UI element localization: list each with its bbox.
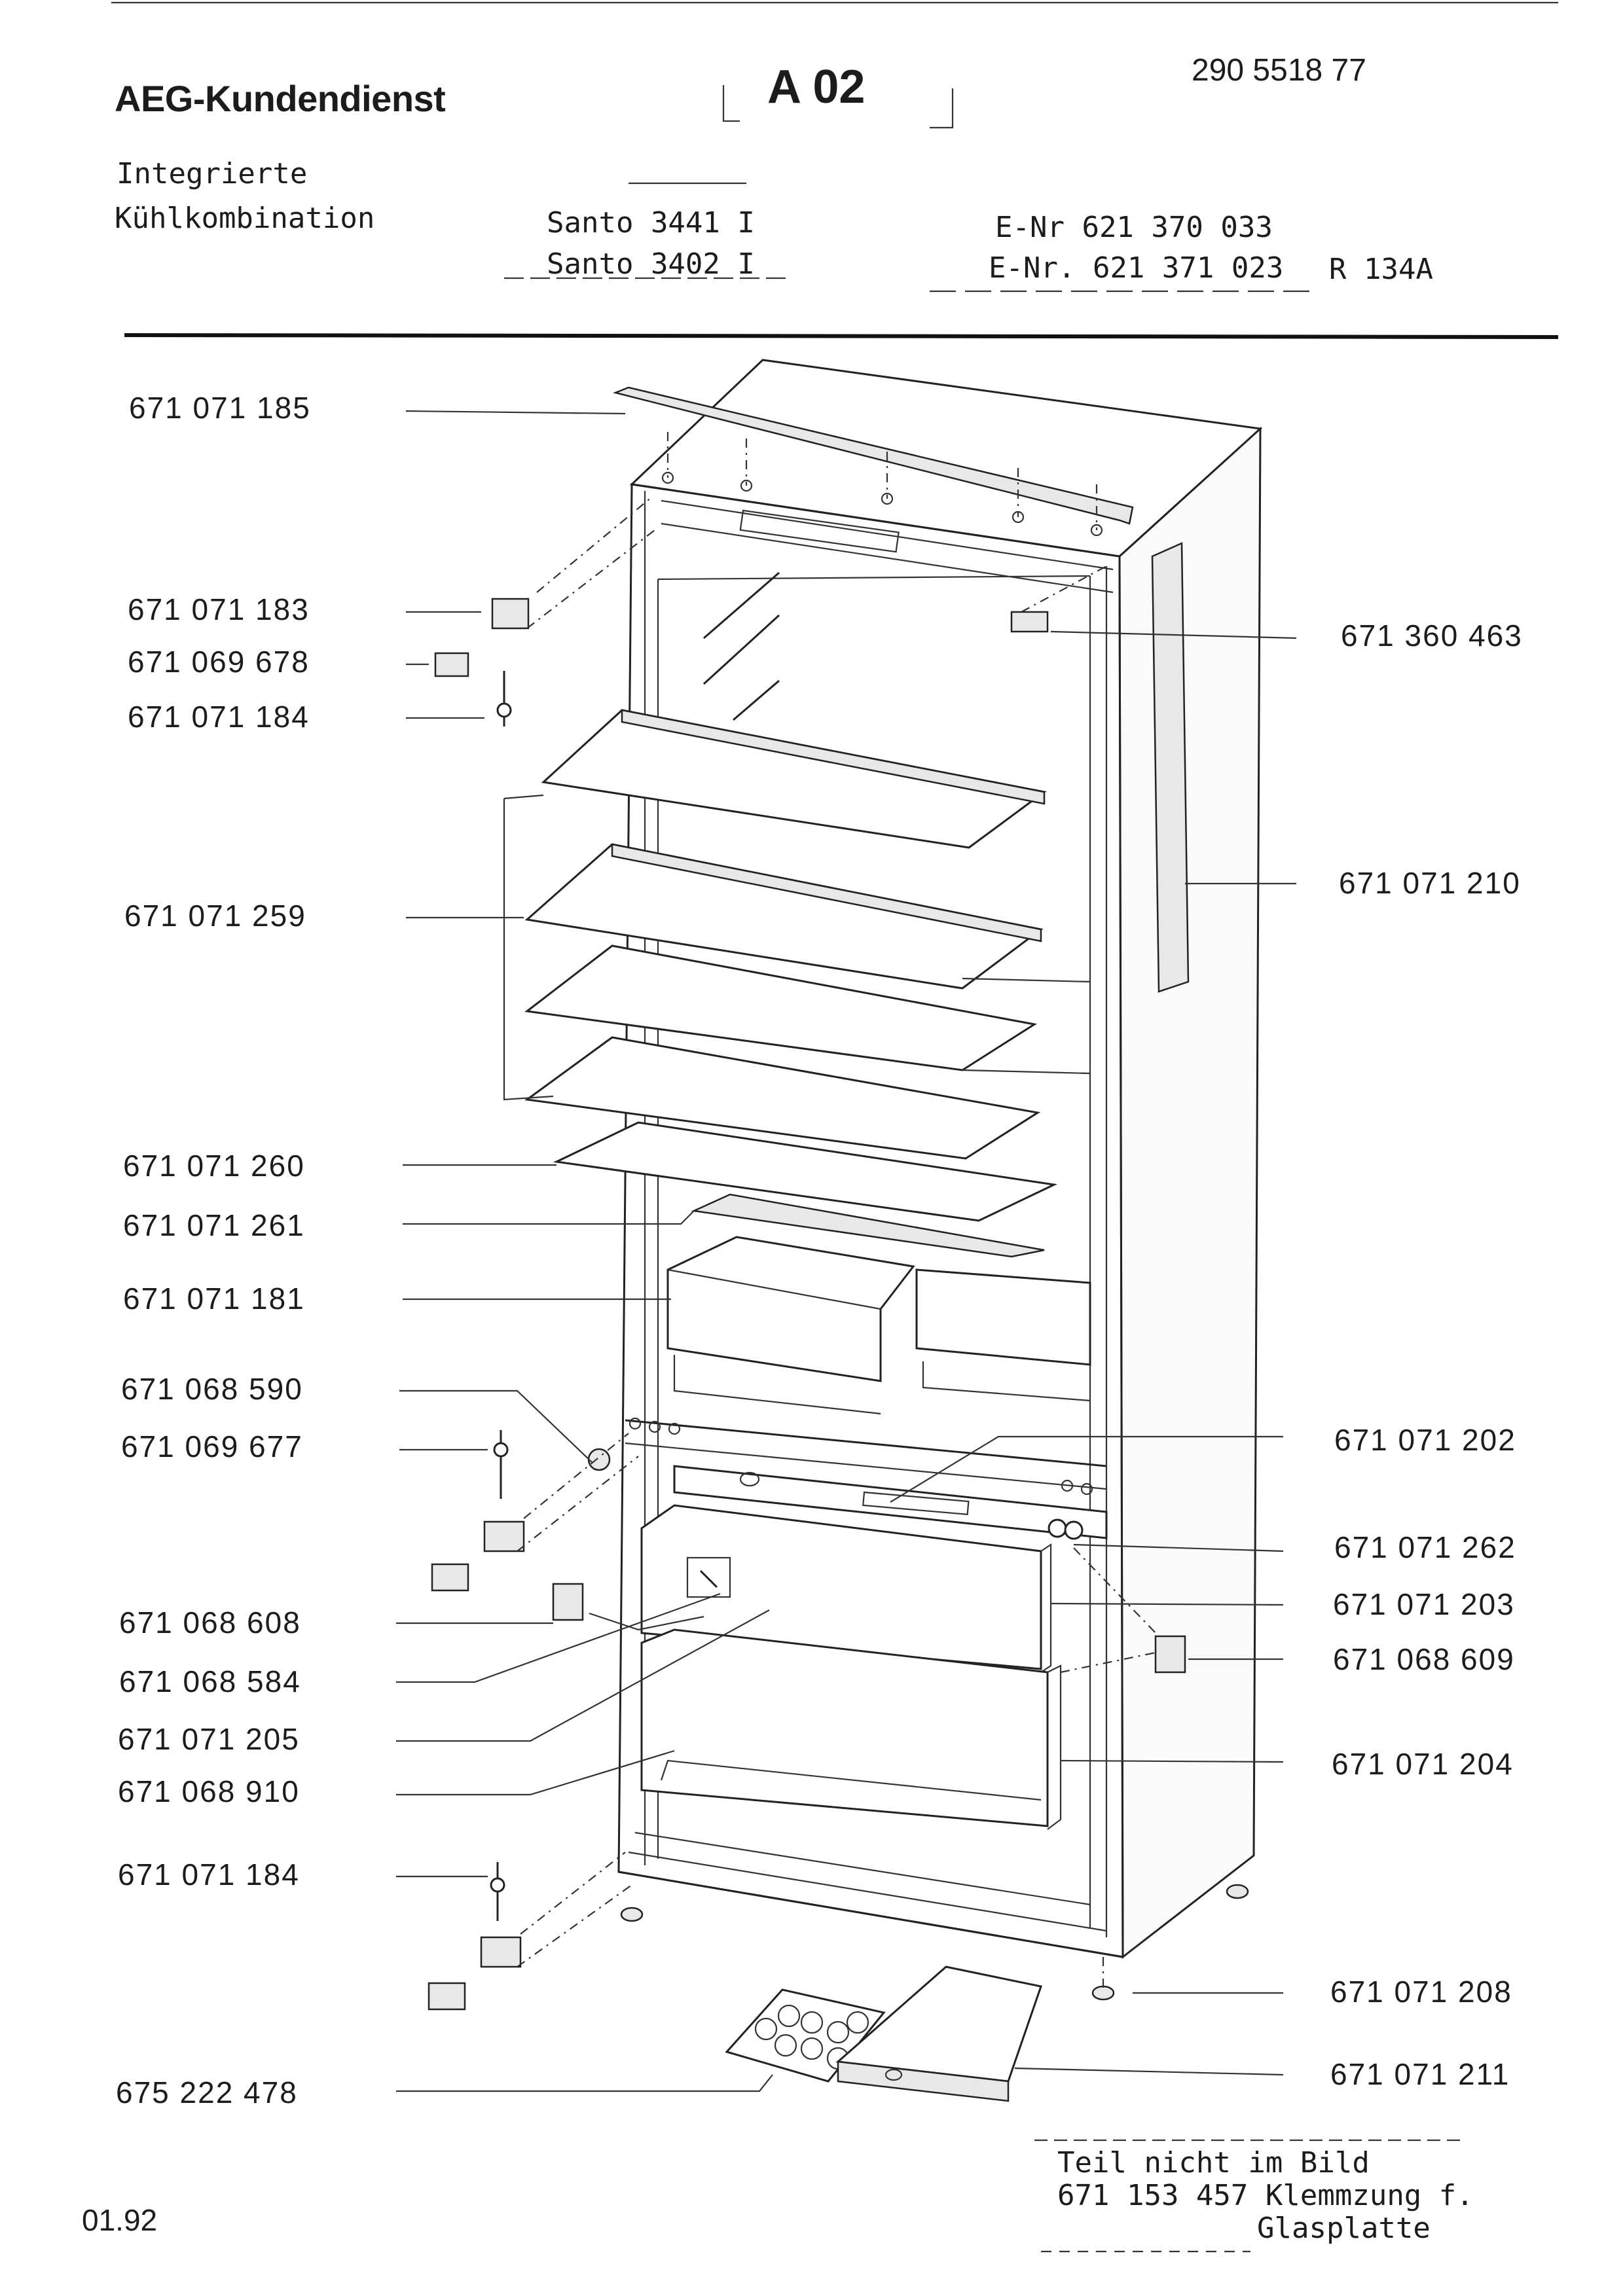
part-label: 671 069 677 [121,1429,303,1463]
part-label: 671 071 259 [124,899,306,933]
model-2: Santo 3402 I [547,247,755,281]
part-label: 671 071 185 [129,391,311,425]
part-label: 671 071 260 [123,1149,305,1183]
shelf-rails [702,571,780,721]
part-label: 671 068 590 [121,1372,303,1406]
freezer-drawers [640,1504,1062,1830]
middle-hinge [431,1430,1186,1674]
brand-title: AEG-Kundendienst [115,78,446,119]
part-label: 671 071 184 [118,1857,300,1892]
glass-shelves [503,709,1091,1258]
code-bracket-left [722,85,740,122]
enr-1: E-Nr 621 370 033 [995,211,1273,244]
part-label: 671 069 678 [128,645,310,679]
part-label: 671 071 183 [128,592,310,626]
product-line-1: Integrierte [117,157,308,190]
top-trim-strip [612,386,1134,525]
part-label: 671 071 202 [1334,1423,1516,1457]
revision-date: 01.92 [82,2203,158,2237]
part-label: 675 222 478 [116,2075,298,2109]
part-label: 671 071 205 [118,1722,300,1756]
cover-plate [835,1965,1042,2102]
product-line-2: Kühlkombination [115,202,375,235]
note-line-2: 671 153 457 Klemmzung f. [1057,2179,1474,2212]
part-label: 671 071 261 [123,1208,305,1242]
leader-lines-right [890,630,1297,2076]
lower-hinge [428,1852,1249,2011]
part-label: 671 071 211 [1330,2057,1510,2091]
part-label: 671 071 262 [1334,1530,1516,1564]
side-trim-strip [1151,542,1190,993]
part-label: 671 071 181 [123,1282,305,1316]
part-label: 671 360 463 [1341,619,1523,653]
upper-hinge [434,497,1107,726]
document-number: 290 5518 77 [1192,53,1366,88]
part-label: 671 068 608 [119,1605,301,1640]
part-label: 671 071 184 [128,700,310,734]
part-label: 671 068 609 [1333,1642,1515,1676]
leader-lines [396,410,773,2092]
code-bracket-right [930,88,954,129]
note-line-3: Glasplatte [1257,2212,1431,2245]
part-label: 671 068 584 [119,1664,301,1698]
part-label: 671 068 910 [118,1774,300,1808]
part-label: 671 071 204 [1332,1747,1514,1781]
part-label: 671 071 203 [1333,1587,1515,1621]
note-line-1: Teil nicht im Bild [1057,2146,1370,2179]
model-1: Santo 3441 I [547,206,755,240]
refrigerant: R 134A [1329,253,1433,286]
part-label: 671 071 208 [1330,1975,1512,2009]
header-rule [124,333,1559,339]
section-code: A 02 [767,61,866,113]
enr-2: E-Nr. 621 371 023 [989,251,1284,285]
not-pictured-note: Teil nicht im Bild 671 153 457 Klemmzung… [1057,2147,1474,2245]
crisper-boxes [666,1236,1091,1415]
part-label: 671 071 210 [1339,866,1521,900]
